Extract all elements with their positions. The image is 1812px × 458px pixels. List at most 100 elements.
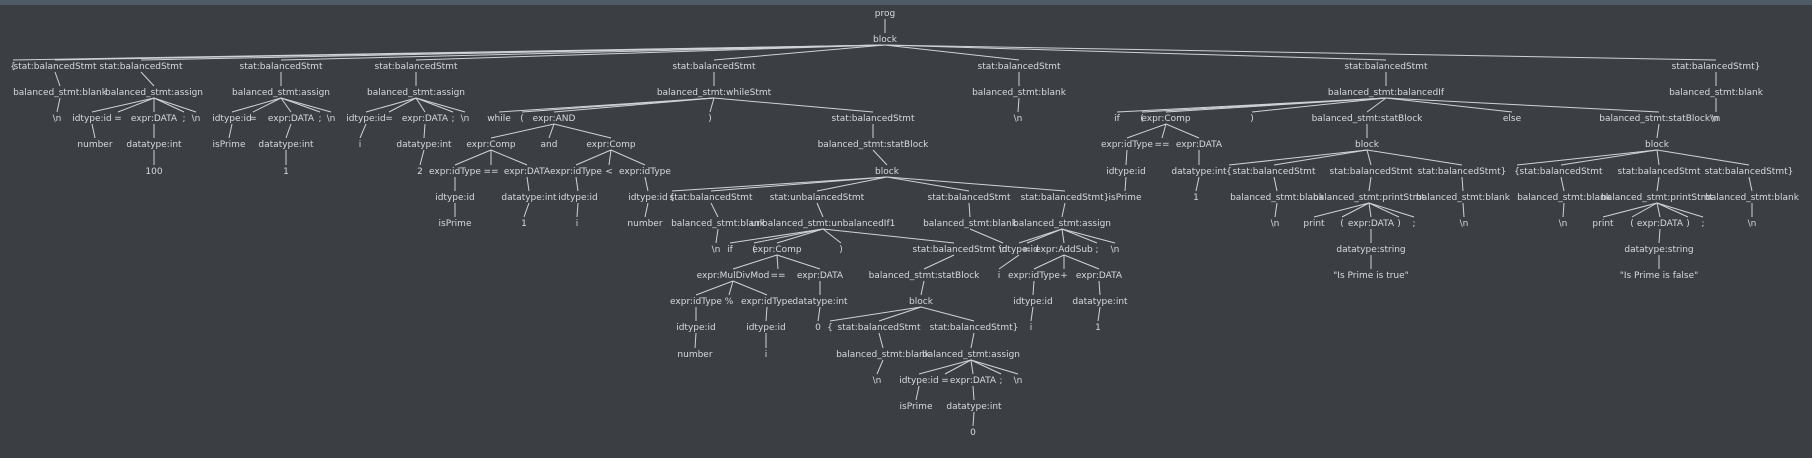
- tree-node-idtype-id: idtype:id: [628, 193, 668, 203]
- tree-edge-umul-umidl: [695, 280, 734, 296]
- tree-node-balanced-stmt-whilestmt: balanced_stmt:whileStmt: [657, 88, 772, 98]
- tree-node-n: \n: [873, 376, 882, 386]
- tree-edge-icrdt-icrv: [1195, 176, 1200, 192]
- tree-edge-c2lid-c2lv: [576, 202, 579, 218]
- tree-edge-ib3-ib3b: [1461, 176, 1464, 192]
- tree-edge-eb2p-epsc: [1656, 202, 1704, 218]
- tree-node-n: \n: [53, 114, 62, 124]
- tree-node-expr-comp: expr:Comp: [752, 245, 802, 255]
- tree-edge-b3-a3eq: [252, 97, 282, 113]
- tree-node-2: 2: [417, 167, 423, 177]
- tree-node-stat-balancedstmt: stat:balancedStmt: [978, 62, 1061, 72]
- tree-node-balanced-stmt-assign: balanced_stmt:assign: [367, 88, 465, 98]
- tree-node-stat-balancedstmt: stat:balancedStmt: [832, 114, 915, 124]
- tree-edge-ub2ex-ub2dt: [972, 385, 975, 401]
- tree-edge-c2-c2l: [575, 149, 612, 166]
- tree-edge-umidlid-umidlv: [694, 332, 697, 349]
- tree-edge-iblk-ib2: [1366, 149, 1372, 166]
- tree-node-n: \n: [712, 245, 721, 255]
- tree-node-number: number: [77, 140, 112, 150]
- tree-edge-eblk-eb3: [1656, 149, 1750, 166]
- window-top-border: [0, 0, 1812, 5]
- tree-edge-b2-a2id: [91, 97, 155, 113]
- tree-node-expr-muldivmod: expr:MulDivMod: [697, 271, 770, 281]
- tree-edge-ublk-ub1: [878, 306, 922, 322]
- tree-node-while: while: [487, 114, 511, 124]
- tree-node-1: 1: [283, 167, 289, 177]
- tree-node-idtype-id: idtype:id: [1013, 297, 1053, 307]
- tree-node-symbol: ;: [1095, 245, 1098, 255]
- tree-edge-b3-a3id: [231, 97, 282, 113]
- tree-node-symbol: {: [669, 193, 675, 203]
- tree-edge-b5-wand: [553, 97, 715, 113]
- tree-node-symbol: ): [1397, 219, 1401, 229]
- tree-node-print: print: [1592, 219, 1614, 229]
- tree-node-expr-data: expr:DATA: [1176, 140, 1223, 150]
- tree-edge-ib2-ib2p: [1368, 176, 1372, 192]
- tree-node-is-prime-is-false: "Is Prime is false": [1620, 271, 1699, 281]
- tree-edge-udt-udtv: [817, 306, 821, 322]
- tree-node-expr-idtype: expr:idType: [1008, 271, 1060, 281]
- tree-node-datatype-int: datatype:int: [396, 140, 452, 150]
- tree-edge-wand-c1: [490, 123, 555, 139]
- tree-edge-ub2-ub2a: [970, 332, 975, 349]
- tree-node-block: block: [1355, 140, 1380, 150]
- tree-node-symbol: ==: [483, 167, 498, 177]
- tree-node-stat-balancedstmt: stat:balancedStmt: [14, 62, 97, 72]
- tree-node-idtype-id: idtype:id: [558, 193, 598, 203]
- tree-edge-iblk-ib3: [1366, 149, 1463, 166]
- tree-edge-block-s6: [884, 44, 1020, 61]
- tree-node-expr-comp: expr:Comp: [586, 140, 636, 150]
- tree-edge-a3id-a3var: [228, 123, 233, 139]
- tree-node-if: if: [727, 245, 734, 255]
- tree-node-expr-data: expr:DATA: [504, 167, 551, 177]
- tree-edge-c1-c1r: [490, 149, 528, 166]
- tree-edge-umul-umidr: [732, 280, 768, 296]
- tree-node-stat-balancedstmt: stat:balancedStmt: [240, 62, 323, 72]
- tree-node-n: \n: [327, 114, 336, 124]
- tree-edge-s1-b1: [54, 71, 61, 87]
- tree-node-balanced-stmt-statblock-n: balanced_stmt:statBlock\n: [1599, 114, 1719, 124]
- tree-edge-ust-usb: [923, 254, 955, 270]
- tree-node-datatype-int: datatype:int: [501, 193, 557, 203]
- tree-edge-b7-isb2: [1385, 97, 1660, 113]
- tree-node-symbol: ;: [318, 114, 321, 124]
- tree-node-isprime: isPrime: [213, 140, 246, 150]
- tree-node-symbol: ;: [451, 114, 454, 124]
- tree-edge-b6-b6nl: [1017, 97, 1020, 113]
- tree-edge-iblk-ib1: [1273, 149, 1368, 166]
- tree-node-balanced-stmt-assign: balanced_stmt:assign: [232, 88, 330, 98]
- tree-node-block: block: [873, 35, 898, 45]
- tree-edge-block-s4: [415, 44, 886, 61]
- tree-edge-w3-w3b: [968, 202, 971, 218]
- tree-node-expr-and: expr:AND: [533, 114, 576, 124]
- tree-node-n: \n: [192, 114, 201, 124]
- tree-node-n: \n: [1271, 219, 1280, 229]
- tree-node-balanced-stmt-blank: balanced_stmt:blank: [1669, 88, 1764, 98]
- tree-edge-ib2p-ipex: [1368, 202, 1372, 218]
- tree-node-is-prime-is-true: "Is Prime is true": [1333, 271, 1409, 281]
- tree-edge-a4dt-a4v: [419, 149, 425, 166]
- tree-node-expr-idtype: expr:idType: [550, 167, 602, 177]
- tree-node-stat-balancedstmt: stat:balancedStmt: [1345, 62, 1428, 72]
- tree-node-symbol: {: [1514, 167, 1520, 177]
- tree-node-stat-balancedstmt: stat:balancedStmt: [928, 193, 1011, 203]
- tree-edge-ib1b-ib1nl: [1274, 202, 1278, 218]
- tree-node-stat-balancedstmt: stat:balancedStmt: [100, 62, 183, 72]
- tree-node-idtype-id: idtype:id: [999, 245, 1039, 255]
- tree-node-symbol: {: [1226, 167, 1232, 177]
- tree-edge-block-s3: [280, 44, 886, 61]
- tree-edge-icomp-icop: [1161, 123, 1167, 139]
- tree-node-stat-balancedstmt: stat:balancedStmt: [1330, 167, 1413, 177]
- tree-edge-eb3-eb3b: [1748, 176, 1753, 192]
- tree-edge-b7-icomp: [1165, 97, 1387, 113]
- tree-node-idtype-id: idtype:id: [676, 323, 716, 333]
- tree-edge-a4id-a4var: [359, 123, 367, 139]
- tree-node-i: i: [998, 271, 1001, 281]
- tree-edge-w2u-ust: [822, 228, 955, 244]
- tree-node-expr-data: expr:DATA: [1637, 219, 1684, 229]
- tree-edge-a4ex-a4dt: [423, 123, 426, 139]
- tree-edge-ib2p-ipsc: [1368, 202, 1415, 218]
- tree-node-symbol: ;: [182, 114, 185, 124]
- tree-edge-wblk-w3: [886, 176, 970, 192]
